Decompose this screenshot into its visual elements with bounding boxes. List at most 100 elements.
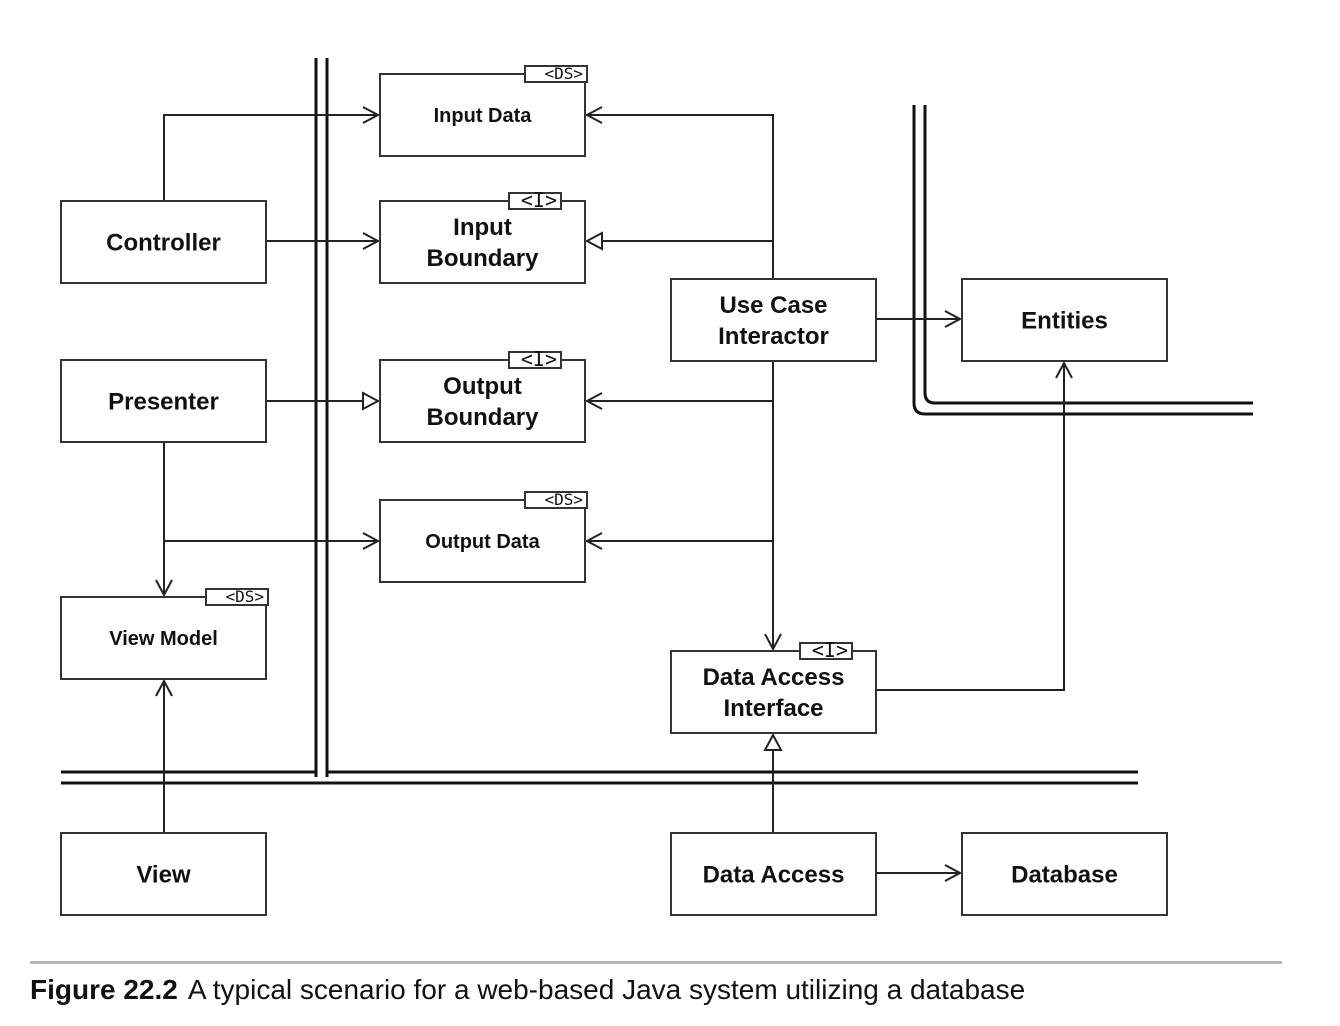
node-box	[670, 832, 877, 916]
edge-presenter-to-view_model	[155, 442, 173, 598]
stereotype-label: <I>	[521, 347, 557, 371]
node-label: Output	[443, 373, 522, 400]
open-arrowhead	[362, 532, 381, 550]
node-label: Interactor	[718, 323, 829, 350]
node-label: Input Data	[434, 105, 533, 127]
edge-use_case_interactor-to-output_boundary	[584, 361, 774, 410]
open-arrowhead	[362, 232, 381, 250]
node-input-data: Input Data <DS>	[379, 64, 588, 157]
node-label: Presenter	[108, 388, 219, 415]
open-arrowhead	[584, 392, 603, 410]
node-box	[961, 278, 1168, 362]
open-arrowhead	[584, 106, 603, 124]
node-label: Boundary	[426, 245, 539, 272]
stereotype-background	[205, 588, 269, 606]
stereotype-background	[524, 65, 588, 83]
node-box	[961, 832, 1168, 916]
node-box	[670, 278, 877, 362]
node-label: Entities	[1021, 307, 1108, 334]
node-label: Output Data	[425, 531, 540, 553]
edge-use_case_interactor-to-input_boundary	[584, 231, 773, 251]
stereotype-background	[508, 351, 562, 369]
stereotype-background	[799, 642, 853, 660]
edge-line	[587, 361, 774, 402]
edge-use_case_interactor-to-data_access_interface	[764, 541, 782, 652]
edge-use_case_interactor-to-output_data	[584, 401, 774, 550]
edge-use_case_interactor-to-entities	[876, 310, 963, 328]
node-database: Database	[961, 832, 1168, 916]
stereotype-label: <DS>	[544, 64, 583, 83]
node-label: Interface	[723, 695, 823, 722]
node-data-access: Data Access	[670, 832, 877, 916]
open-arrowhead	[944, 864, 963, 882]
node-box	[60, 359, 267, 443]
edge-controller-to-input_boundary	[266, 232, 381, 250]
node-view: View	[60, 832, 267, 916]
edge-line	[587, 114, 774, 279]
hollow-triangle-arrowhead	[763, 732, 783, 751]
edge-presenter-to-output_boundary	[266, 391, 381, 411]
edge-data_access_interface-to-entities	[876, 360, 1073, 691]
node-entities: Entities	[961, 278, 1168, 362]
node-label: Input	[453, 214, 512, 241]
stereotype-label: <I>	[521, 188, 557, 212]
node-label: Boundary	[426, 404, 539, 431]
caption-text: A typical scenario for a web-based Java …	[187, 974, 1026, 1005]
edge-line	[163, 114, 378, 201]
figure-caption: Figure 22.2 A typical scenario for a web-…	[30, 974, 1025, 1006]
edge-line	[587, 401, 774, 542]
boundary-entities-inner	[923, 105, 1253, 405]
open-arrowhead	[1055, 360, 1073, 379]
diagram-edges	[155, 106, 1073, 882]
architecture-boundaries	[61, 58, 1253, 785]
node-box	[379, 200, 586, 284]
hollow-triangle-arrowhead	[584, 231, 603, 251]
node-label: View	[136, 861, 191, 888]
figure-number: Figure 22.2	[30, 974, 178, 1005]
caption-divider	[30, 961, 1282, 964]
open-arrowhead	[155, 579, 173, 598]
open-arrowhead	[362, 106, 381, 124]
node-view-model: View Model <DS>	[60, 587, 269, 680]
node-box	[60, 832, 267, 916]
open-arrowhead	[764, 633, 782, 652]
open-arrowhead	[155, 678, 173, 697]
stereotype-background	[508, 192, 562, 210]
open-arrowhead	[584, 532, 603, 550]
node-box	[379, 499, 586, 583]
node-output-data: Output Data <DS>	[379, 490, 588, 583]
node-label: Use Case	[719, 292, 827, 319]
edge-controller-to-input_data	[163, 106, 381, 201]
node-box	[379, 359, 586, 443]
open-arrowhead	[944, 310, 963, 328]
edge-view-to-view_model	[155, 678, 173, 833]
stereotype-label: <DS>	[544, 490, 583, 509]
edge-presenter-to-output_data	[164, 532, 381, 550]
node-label: Data Access	[703, 664, 845, 691]
node-box	[670, 650, 877, 734]
boundary-entities-outer	[912, 105, 1253, 416]
edge-use_case_interactor-to-input_data	[584, 106, 774, 279]
hollow-triangle-arrowhead	[362, 391, 381, 411]
edge-line	[876, 363, 1065, 691]
stereotype-label: <I>	[812, 638, 848, 662]
node-label: Controller	[106, 229, 221, 256]
stereotype-label: <DS>	[225, 587, 264, 606]
node-label: View Model	[109, 628, 218, 650]
node-controller: Controller	[60, 200, 267, 284]
node-label: Data Access	[703, 861, 845, 888]
node-box	[60, 596, 267, 680]
edge-data_access-to-data_access_interface	[763, 732, 783, 833]
node-box	[60, 200, 267, 284]
stereotype-background	[524, 491, 588, 509]
node-box	[379, 73, 586, 157]
node-label: Database	[1011, 861, 1118, 888]
edge-data_access-to-database	[876, 864, 963, 882]
node-presenter: Presenter	[60, 359, 267, 443]
